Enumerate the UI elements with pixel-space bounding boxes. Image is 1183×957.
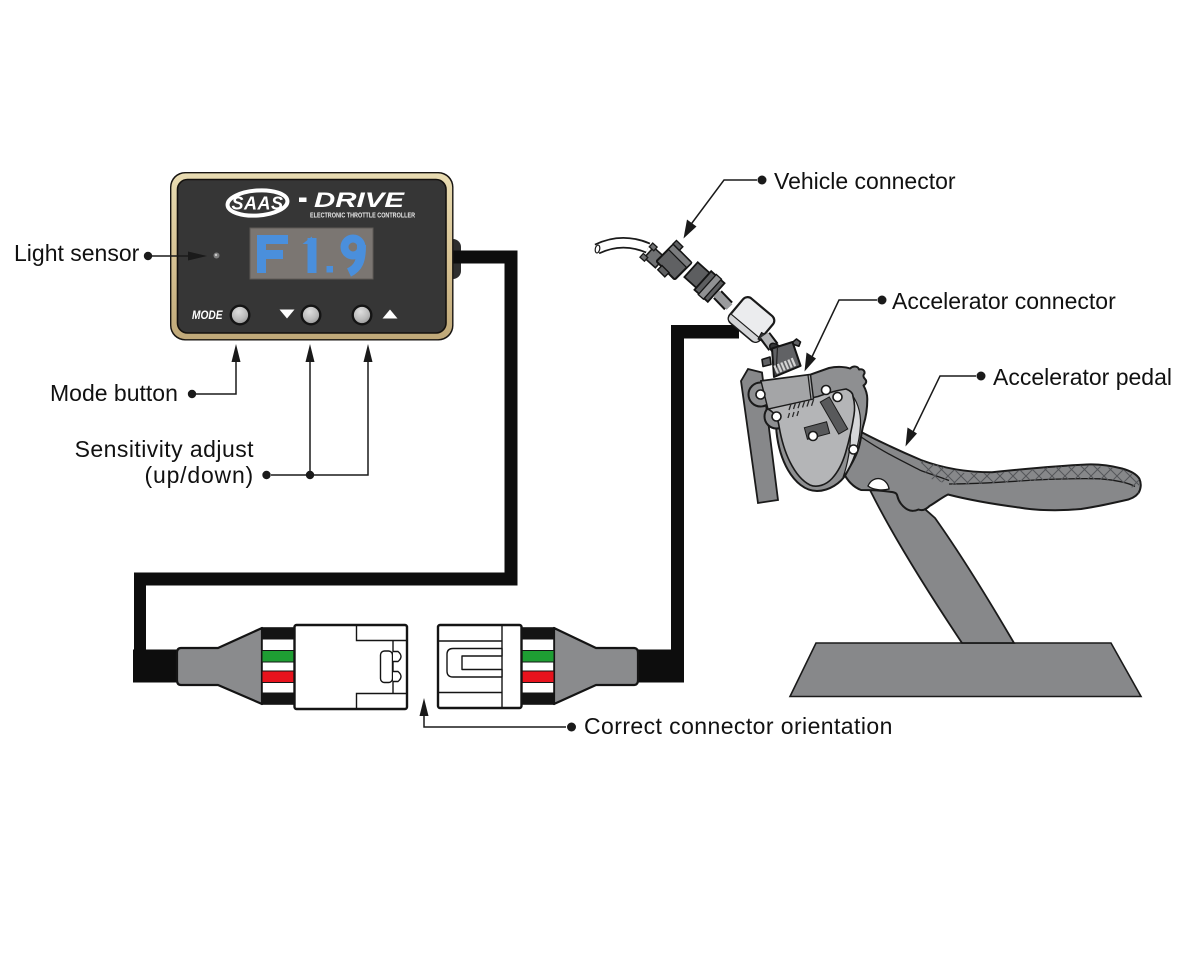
svg-text:ELECTRONIC THROTTLE CONTROLLER: ELECTRONIC THROTTLE CONTROLLER	[310, 213, 415, 220]
svg-text:Accelerator connector: Accelerator connector	[892, 288, 1116, 314]
svg-text:(up/down): (up/down)	[145, 462, 254, 488]
svg-text:Correct connector orientation: Correct connector orientation	[584, 713, 893, 739]
svg-text:Light sensor: Light sensor	[14, 240, 140, 266]
svg-text:Mode button: Mode button	[50, 380, 178, 406]
svg-text:Accelerator pedal: Accelerator pedal	[993, 364, 1172, 390]
svg-text:DRIVE: DRIVE	[314, 189, 405, 212]
svg-text:MODE: MODE	[192, 310, 223, 322]
svg-text:Vehicle connector: Vehicle connector	[774, 168, 956, 194]
svg-text:Sensitivity adjust: Sensitivity adjust	[75, 436, 255, 462]
svg-text:SAAS: SAAS	[231, 194, 283, 214]
